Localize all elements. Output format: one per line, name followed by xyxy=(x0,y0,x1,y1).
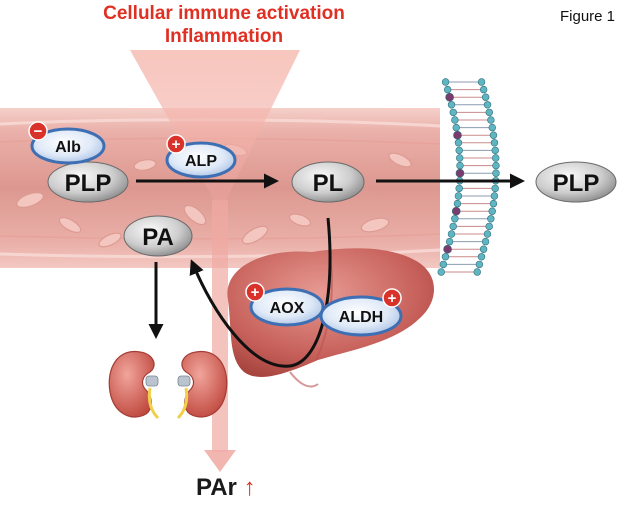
lipid-head xyxy=(443,85,452,94)
node-plp-right-label: PLP xyxy=(553,170,600,197)
enzyme-aldh-sign: + xyxy=(388,290,397,307)
lipid-head xyxy=(479,85,488,94)
lipid-head xyxy=(454,139,463,147)
minus-badge-icon xyxy=(28,121,48,141)
lipid-head xyxy=(492,169,500,177)
lipid-head xyxy=(437,268,445,276)
lipid-head xyxy=(441,253,450,261)
lipid-head xyxy=(451,215,459,223)
lipid-head xyxy=(487,116,495,124)
enzyme-aldh-label: ALDH xyxy=(339,309,383,326)
lipid-head xyxy=(477,253,486,261)
plus-badge-icon xyxy=(245,282,265,302)
lipid-head xyxy=(487,215,495,223)
lipid-head xyxy=(455,168,465,178)
lipid-head xyxy=(449,108,457,117)
lipid-head xyxy=(447,230,456,238)
lipid-head xyxy=(443,244,452,254)
lipid-head xyxy=(447,101,456,109)
node-pa: PA xyxy=(123,215,193,257)
lipid-head xyxy=(449,222,457,231)
enzyme-alp-label: ALP xyxy=(185,153,217,170)
enzyme-aox-sign: + xyxy=(251,284,260,301)
enzyme-alp-sign: + xyxy=(172,136,181,153)
lipid-head xyxy=(439,260,448,269)
node-pl: PL xyxy=(291,161,365,203)
plus-badge-icon xyxy=(382,288,402,308)
plus-badge-icon xyxy=(166,134,186,154)
enzyme-aox-label: AOX xyxy=(270,300,305,317)
lipid-head xyxy=(454,192,463,200)
lipid-head xyxy=(483,230,492,238)
lipid-head xyxy=(488,123,496,132)
node-plp-left-label: PLP xyxy=(65,170,112,197)
node-plp-left: PLP xyxy=(47,161,129,203)
par-label: PAr xyxy=(196,474,237,501)
lipid-head xyxy=(489,131,498,139)
lipid-head xyxy=(491,146,499,155)
lipid-head xyxy=(483,101,492,109)
lipid-head xyxy=(445,92,454,102)
lipid-head xyxy=(451,116,459,124)
node-pl-label: PL xyxy=(313,170,344,197)
lipid-head xyxy=(481,93,490,101)
lipid-head xyxy=(456,154,464,162)
lipid-head xyxy=(473,268,481,276)
lipid-head xyxy=(477,78,486,86)
par-label-group: PAr ↑ xyxy=(196,474,256,502)
lipid-head xyxy=(453,199,462,208)
lipid-head xyxy=(455,146,463,155)
pl-to-pa-arrow xyxy=(189,217,332,368)
lipid-head xyxy=(489,199,498,208)
lipid-head xyxy=(455,184,463,193)
lipid-head xyxy=(453,130,462,140)
lipid-head xyxy=(441,78,450,86)
node-pa-label: PA xyxy=(142,224,174,251)
enzyme-alb: Alb − xyxy=(28,121,106,165)
figure-label: Figure 1 xyxy=(560,8,616,25)
lipid-head xyxy=(481,237,490,246)
enzyme-alb-label: Alb xyxy=(55,139,81,156)
lipid-head xyxy=(452,123,460,132)
lipid-head xyxy=(491,184,499,193)
lipid-head xyxy=(445,237,454,246)
enzyme-alp: ALP + xyxy=(165,134,237,179)
lipid-head xyxy=(456,161,464,170)
lipid-head xyxy=(490,192,499,200)
lipid-head xyxy=(485,108,493,117)
increase-arrow-icon: ↑ xyxy=(243,474,256,501)
title-line-2: Inflammation xyxy=(164,26,284,47)
title-line-1: Cellular immune activation xyxy=(103,3,345,24)
lipid-head xyxy=(490,139,499,147)
lipid-head xyxy=(485,222,493,231)
lipid-head xyxy=(475,260,484,269)
node-plp-right: PLP xyxy=(535,161,617,203)
lipid-head xyxy=(479,245,488,253)
cell-membrane xyxy=(437,78,500,276)
enzyme-aldh: ALDH + xyxy=(319,288,403,337)
enzyme-aox: AOX + xyxy=(245,282,325,327)
enzyme-alb-sign: − xyxy=(34,123,43,140)
lipid-head xyxy=(492,154,500,162)
lipid-head xyxy=(451,206,461,216)
lipid-head xyxy=(488,207,496,215)
lipid-head xyxy=(492,161,500,170)
kidneys xyxy=(108,350,228,420)
